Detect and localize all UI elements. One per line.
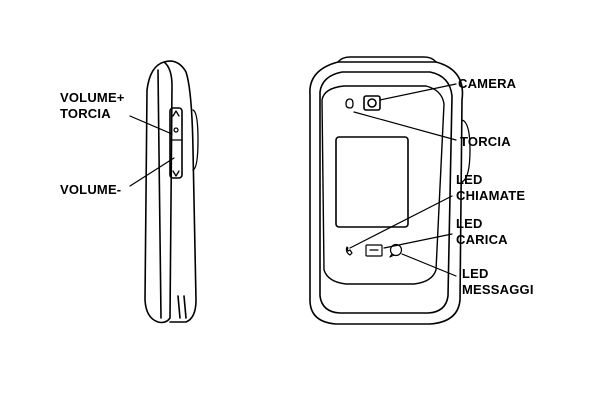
- leader-lines: [130, 84, 456, 276]
- side-bottom-groove: [178, 296, 186, 318]
- volume-up-arrow: [173, 111, 179, 116]
- phone-side-view: [145, 61, 198, 322]
- label-camera: CAMERA: [458, 76, 516, 92]
- front-bezel: [322, 86, 444, 284]
- camera-lens-icon: [364, 96, 380, 110]
- label-led-chiamate-line1: LED: [456, 172, 483, 188]
- torch-led: [346, 99, 353, 108]
- label-led-messaggi-line2: MESSAGGI: [462, 282, 534, 298]
- label-led-carica-line1: LED: [456, 216, 483, 232]
- label-led-carica-line2: CARICA: [456, 232, 508, 248]
- camera-lens-center: [368, 99, 376, 107]
- leader-led-carica: [384, 234, 452, 248]
- label-led-messaggi-line1: LED: [462, 266, 489, 282]
- label-torcia-front: TORCIA: [460, 134, 511, 150]
- phone-icon: [346, 247, 352, 255]
- volume-down-arrow: [173, 171, 179, 176]
- label-volume-plus: VOLUME+: [60, 90, 125, 106]
- side-front-shell: [164, 61, 196, 322]
- side-hinge-line: [158, 70, 161, 318]
- outer-display: [336, 137, 408, 227]
- leader-torcia-front: [354, 112, 456, 140]
- phone-front-view: [310, 57, 470, 324]
- leader-led-chiamate: [350, 196, 452, 248]
- label-torcia-side: TORCIA: [60, 106, 111, 122]
- leader-volume-plus: [130, 116, 172, 134]
- leader-volume-minus: [130, 158, 174, 186]
- torch-symbol-icon: [174, 128, 178, 132]
- label-volume-minus: VOLUME-: [60, 182, 121, 198]
- label-led-chiamate-line2: CHIAMATE: [456, 188, 525, 204]
